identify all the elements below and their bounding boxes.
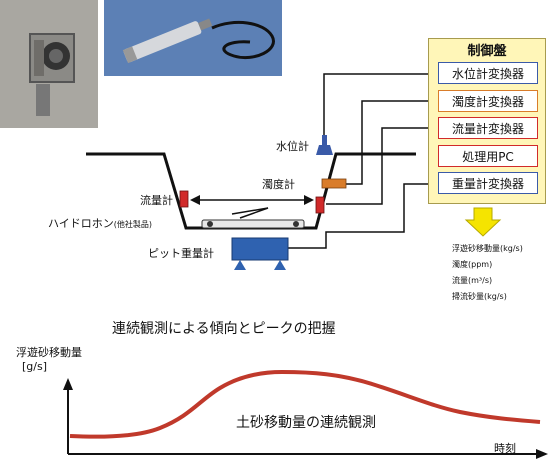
sensor-photo bbox=[104, 0, 282, 76]
graph-ylabel-line1: 浮遊砂移動量 bbox=[16, 346, 82, 359]
flow-label: 流量計 bbox=[140, 194, 173, 207]
turbidity-converter: 濁度計変換器 bbox=[438, 90, 538, 112]
output-arrow-icon bbox=[464, 207, 502, 237]
schematic-diagram bbox=[86, 73, 502, 270]
control-panel-title: 制御盤 bbox=[467, 44, 507, 59]
graph-xlabel: 時刻 bbox=[494, 442, 516, 455]
double-arrow-icon bbox=[190, 195, 314, 205]
output-bedload: 掃流砂量(kg/s) bbox=[452, 292, 507, 301]
wire-water-level bbox=[323, 73, 438, 146]
flow-converter: 流量計変換器 bbox=[438, 117, 538, 139]
hydrophone-name: ハイドロホン bbox=[48, 217, 114, 230]
water-level-converter: 水位計変換器 bbox=[438, 62, 538, 84]
wire-weight bbox=[288, 183, 438, 249]
hydrophone-icon bbox=[201, 207, 305, 229]
weight-converter: 重量計変換器 bbox=[438, 172, 538, 194]
hydrophone-note: (他社製品) bbox=[113, 220, 153, 229]
output-flow: 流量(m³/s) bbox=[452, 276, 493, 285]
wire-flow bbox=[326, 127, 438, 205]
turbidity-label: 濁度計 bbox=[262, 178, 295, 191]
flow-meter-left-icon bbox=[179, 190, 189, 208]
graph-caption: 土砂移動量の連続観測 bbox=[236, 415, 376, 431]
installation-photo bbox=[0, 0, 98, 128]
output-turbidity: 濁度(ppm) bbox=[452, 260, 493, 269]
sediment-curve bbox=[69, 369, 541, 439]
sediment-graph bbox=[63, 369, 548, 459]
graph-y-arrow-icon bbox=[63, 378, 73, 390]
flow-meter-right-icon bbox=[315, 196, 325, 214]
water-level-label: 水位計 bbox=[276, 140, 309, 153]
turbidity-sensor-icon bbox=[321, 178, 347, 189]
processing-pc: 処理用PC bbox=[438, 145, 538, 167]
water-level-sensor-icon bbox=[316, 135, 333, 155]
graph-x-arrow-icon bbox=[536, 449, 548, 459]
pit-weight-meter-icon bbox=[231, 237, 289, 270]
pit-weight-label: ピット重量計 bbox=[148, 247, 214, 260]
graph-annotation: 連続観測による傾向とピークの把握 bbox=[112, 321, 336, 337]
output-suspended-sediment: 浮遊砂移動量(kg/s) bbox=[452, 244, 523, 253]
wire-turbidity bbox=[346, 100, 438, 185]
graph-ylabel-line2: [g/s] bbox=[22, 360, 48, 373]
hydrophone-label: ハイドロホン(他社製品) bbox=[48, 215, 152, 231]
